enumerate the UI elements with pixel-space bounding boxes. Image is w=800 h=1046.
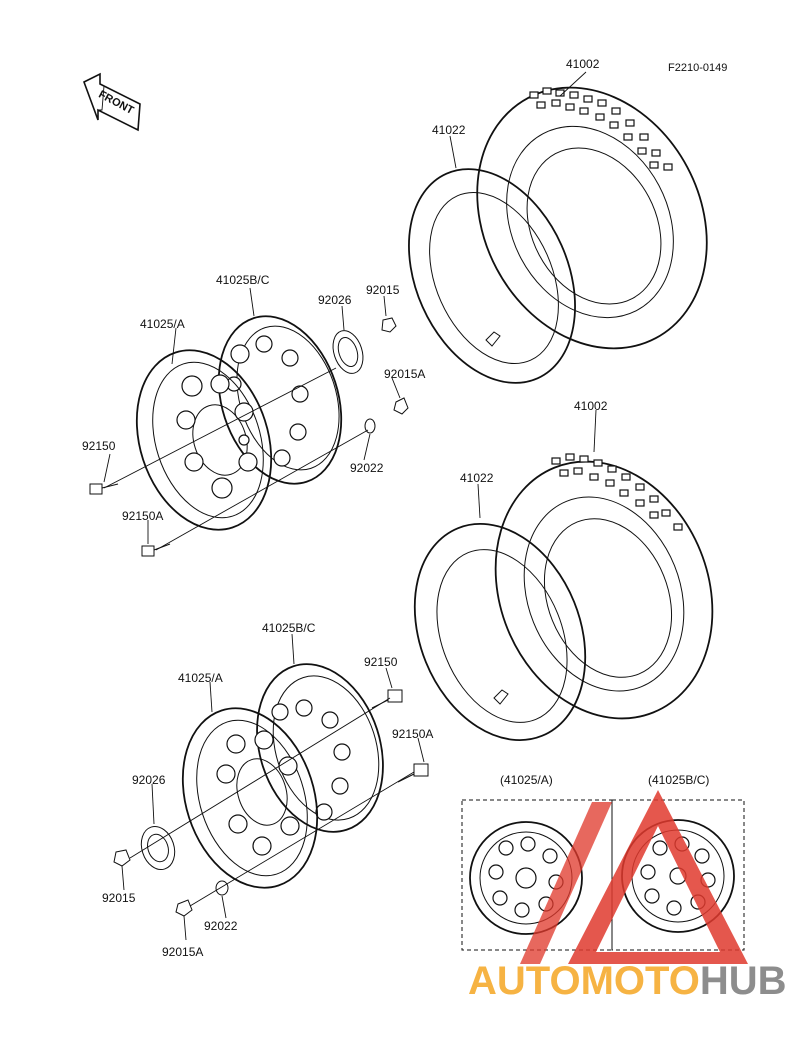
watermark-text: AUTOMOTOHUB xyxy=(468,959,787,1003)
label-bolt-b-bottom: 92150A xyxy=(392,727,433,741)
label-nut-bottom: 92015 xyxy=(102,891,136,905)
nut-top xyxy=(381,317,397,333)
label-rim-a-top: 41025/A xyxy=(140,317,185,331)
label-rim-b-top: 41025B/C xyxy=(216,273,270,287)
tread-blocks xyxy=(551,453,683,531)
label-nut-a-bottom: 92015A xyxy=(162,945,203,959)
label-washer-bottom: 92022 xyxy=(204,919,238,933)
label-tube-top: 41022 xyxy=(432,123,466,137)
label-tire-top: 41002 xyxy=(566,57,600,71)
valve-stem xyxy=(493,689,509,705)
inset-rim-b-title: (41025B/C) xyxy=(648,773,709,787)
bolt-b-bottom xyxy=(397,763,429,783)
rim-half-a-bottom xyxy=(181,707,319,889)
label-rim-a-bottom: 41025/A xyxy=(178,671,223,685)
tire-bottom xyxy=(494,453,714,720)
watermark-logo: AUTOMOTOHUB xyxy=(468,790,787,1003)
washer-top xyxy=(364,418,376,434)
front-arrow-icon: FRONT xyxy=(83,72,141,132)
valve-stem xyxy=(485,331,501,347)
label-gasket-bottom: 92026 xyxy=(132,773,166,787)
label-bolt-a-top: 92150 xyxy=(82,439,116,453)
alignment-lines xyxy=(103,367,415,907)
inset-rim-a-title: (41025/A) xyxy=(500,773,553,787)
rim-half-b-bottom xyxy=(256,663,384,833)
rim-half-a-top xyxy=(135,349,273,531)
gasket-bottom xyxy=(140,826,176,870)
label-bolt-a-bottom: 92150 xyxy=(364,655,398,669)
nut-a-bottom xyxy=(175,899,193,917)
tread-blocks xyxy=(529,87,673,171)
label-gasket-top: 92026 xyxy=(318,293,352,307)
label-nut-a-top: 92015A xyxy=(384,367,425,381)
washer-bottom xyxy=(215,880,229,896)
label-tire-bottom: 41002 xyxy=(574,399,608,413)
rim-half-b-top xyxy=(217,315,343,485)
bolt-a-top xyxy=(89,483,119,495)
label-bolt-b-top: 92150A xyxy=(122,509,163,523)
gasket-top xyxy=(332,330,364,374)
nut-bottom xyxy=(113,849,131,867)
label-rim-b-bottom: 41025B/C xyxy=(262,621,316,635)
tire-top xyxy=(476,86,708,350)
bolt-a-bottom xyxy=(371,689,403,709)
figure-code: F2210-0149 xyxy=(668,62,727,74)
label-nut-top: 92015 xyxy=(366,283,400,297)
tube-bottom xyxy=(413,523,587,741)
tube-top xyxy=(408,168,576,384)
part-labels: 41002 41022 41025B/C 41025/A 92026 92015… xyxy=(82,57,608,959)
leader-lines xyxy=(103,71,597,941)
label-washer-top: 92022 xyxy=(350,461,384,475)
nut-a-top xyxy=(393,397,409,415)
triangle-logo-icon xyxy=(568,790,748,964)
label-tube-bottom: 41022 xyxy=(460,471,494,485)
